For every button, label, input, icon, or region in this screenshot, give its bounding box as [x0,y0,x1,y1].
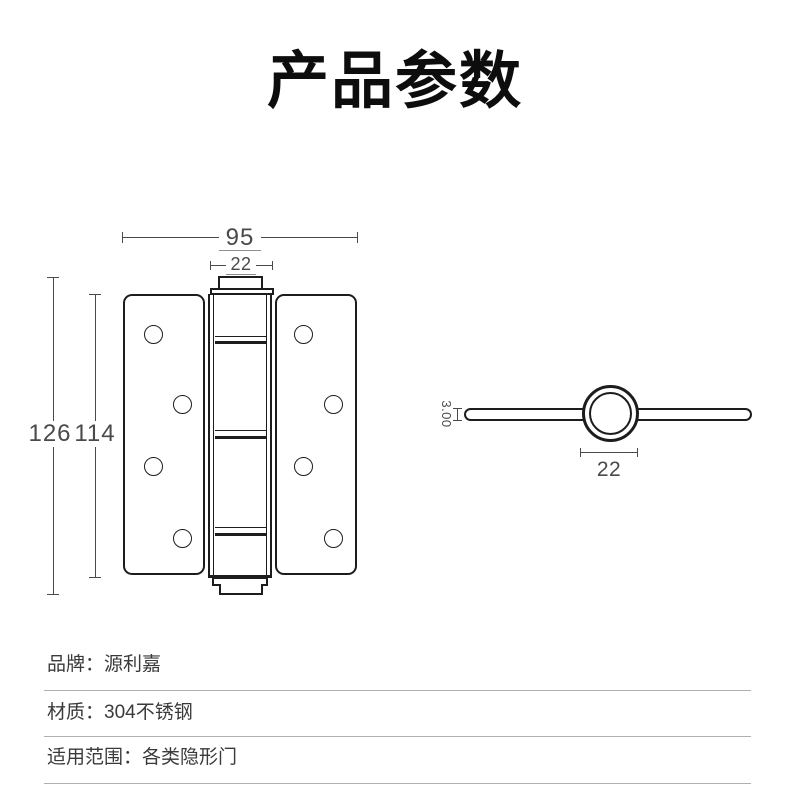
spec-divider [44,690,751,691]
spec-label: 品牌： [47,654,105,675]
dim-label-barrel-width: 22 [596,458,622,481]
dim-tick [453,420,462,421]
spec-value: 304不锈钢 [104,702,193,723]
dim-tick [122,232,123,243]
spec-row-material: 材质：304不锈钢 [47,703,193,723]
dim-tick [47,277,59,278]
dim-tick [272,261,273,270]
knuckle-seam [215,430,266,439]
screw-hole [173,395,192,414]
dim-tick [210,261,211,270]
dim-label-leaf-height: 114 [73,420,117,447]
hinge-left-leaf [123,294,205,575]
screw-hole [144,457,163,476]
spec-row-application: 适用范围：各类隐形门 [47,748,237,768]
screw-hole [294,325,313,344]
page-title: 产品参数 [266,47,523,116]
dim-tick [89,294,101,295]
knuckle-seam [215,336,266,344]
knuckle-seam [215,527,266,536]
spec-divider [44,783,751,784]
dim-line-thickness [457,408,458,421]
hinge-right-leaf [275,294,357,575]
dim-tick [453,408,462,409]
spec-label: 材质： [47,702,105,723]
spec-value: 源利嘉 [104,654,162,675]
dim-line-barrel-width [580,452,638,453]
dim-tick [580,448,581,457]
side-leaf-left [464,408,586,421]
dim-tick [47,594,59,595]
screw-hole [144,325,163,344]
dim-tick [89,577,101,578]
dim-label-knuckle-width: 22 [226,255,256,275]
barrel-inner-line [266,294,267,578]
top-flange [210,288,274,295]
barrel-ring-inner [589,392,632,435]
side-leaf-right [633,408,752,421]
screw-hole [294,457,313,476]
spec-label: 适用范围： [47,747,143,768]
bottom-cap [219,584,263,595]
spec-divider [44,736,751,737]
dim-tick [357,232,358,243]
barrel-inner-line [213,294,214,578]
dim-tick [637,448,638,457]
screw-hole [324,529,343,548]
spec-value: 各类隐形门 [142,747,238,768]
dim-label-thickness: 3.00 [439,400,454,428]
spec-row-brand: 品牌：源利嘉 [47,655,161,675]
dim-label-overall-width: 95 [219,225,261,251]
screw-hole [173,529,192,548]
dim-label-overall-height: 126 [28,420,72,447]
screw-hole [324,395,343,414]
